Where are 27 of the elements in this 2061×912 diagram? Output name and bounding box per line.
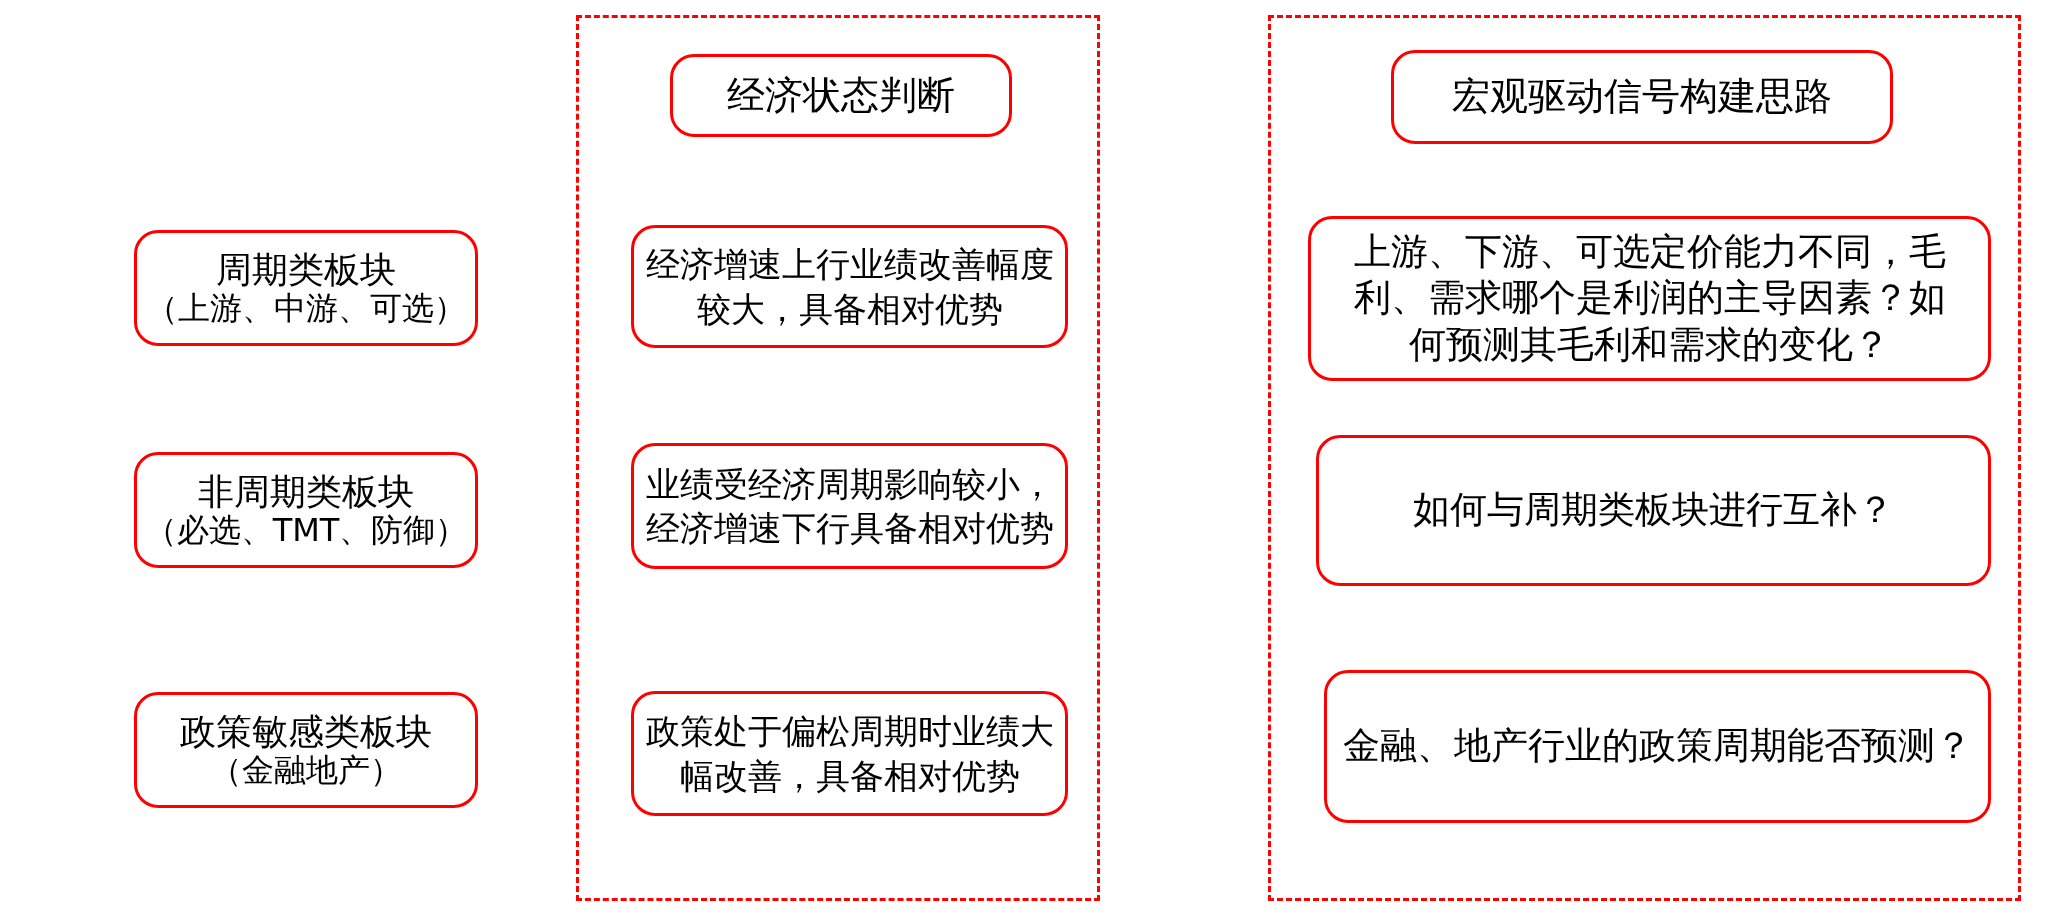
- box-text: 宏观驱动信号构建思路: [1452, 74, 1832, 120]
- box-heading: 周期类板块: [216, 248, 396, 291]
- dashed-frame: [1268, 15, 2021, 901]
- dashed-frame: [576, 15, 1100, 901]
- rounded-box: [670, 54, 1012, 137]
- rounded-box: [631, 443, 1068, 569]
- rounded-box: [631, 691, 1068, 816]
- box-subtitle: （金融地产）: [210, 752, 402, 790]
- box-subtitle: （上游、中游、可选）: [146, 290, 466, 328]
- rounded-box: [1391, 50, 1893, 144]
- rounded-box: [1308, 216, 1991, 381]
- box-heading: 政策敏感类板块: [180, 710, 432, 753]
- box-subtitle: （必选、TMT、防御）: [144, 512, 468, 550]
- box-text: 如何与周期类板块进行互补？: [1413, 487, 1894, 534]
- rounded-box: [631, 225, 1068, 348]
- box-text: 政策处于偏松周期时业绩大幅改善，具备相对优势: [644, 710, 1055, 798]
- rounded-box: [1324, 670, 1991, 823]
- box-heading: 非周期类板块: [198, 470, 414, 513]
- box-text: 上游、下游、可选定价能力不同，毛利、需求哪个是利润的主导因素？如何预测其毛利和需求的变化？: [1352, 229, 1947, 368]
- box-text: 经济状态判断: [727, 72, 955, 119]
- box-text: 金融、地产行业的政策周期能否预测？: [1343, 723, 1972, 770]
- rounded-box: [134, 230, 478, 346]
- rounded-box: [134, 452, 478, 568]
- box-text: 业绩受经济周期影响较小，经济增速下行具备相对优势: [644, 462, 1055, 550]
- box-text: 经济增速上行业绩改善幅度较大，具备相对优势: [644, 243, 1055, 331]
- rounded-box: [134, 692, 478, 808]
- rounded-box: [1316, 435, 1991, 586]
